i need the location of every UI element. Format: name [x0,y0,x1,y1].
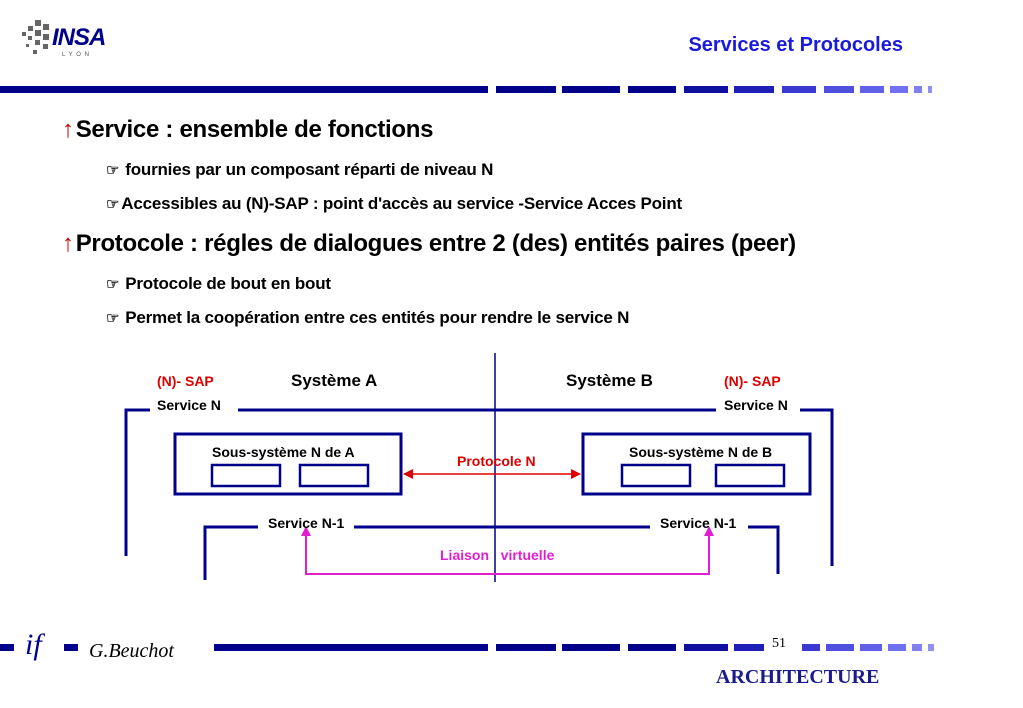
sub-bullet-3-text: Protocole de bout en bout [125,274,331,293]
logo-subtext: L Y O N [62,52,90,58]
page-title: Services et Protocoles [688,34,903,56]
service-n-left-boundary [124,408,150,556]
sub-bullet-4: ☞ Permet la coopération entre ces entités… [106,308,629,328]
service-n-left-label: Service N [157,397,221,413]
subsystem-b-entity-1 [620,463,692,488]
service-n1-left-label: Service N-1 [268,515,345,531]
pointing-hand-icon: ☞ [106,196,120,213]
subsystem-a-box [173,432,403,496]
sub-bullet-4-text: Permet la coopération entre ces entités … [125,308,630,327]
virtual-link-arrow-right [704,526,714,536]
virtual-link-label: Liaison virtuelle [440,547,555,563]
page-number: 51 [772,636,786,651]
section-title: ARCHITECTURE [716,666,880,688]
pointing-hand-icon: ☞ [106,310,120,327]
virtual-link-arrow-left [301,526,311,536]
service-n1-right-label: Service N-1 [660,515,737,531]
author-name: G.Beuchot [89,640,174,662]
virtual-link-line [305,530,710,575]
bullet-service-text: Service : ensemble de fonctions [75,116,434,143]
system-a-label: Système A [291,371,378,390]
bullet-protocol-text: Protocole : régles de dialogues entre 2 … [75,230,796,257]
sub-bullet-3: ☞ Protocole de bout en bout [106,274,331,294]
subsystem-b-box [581,432,812,496]
service-n-right-label: Service N [724,397,788,413]
arrow-up-icon: ↑ [62,230,74,257]
pointing-hand-icon: ☞ [106,276,120,293]
subsystem-b-label: Sous-système N de B [629,444,773,460]
logo-text: INSA [52,24,106,51]
subsystem-a-entity-1 [210,463,282,488]
sap-right-label: (N)- SAP [724,373,781,389]
arrow-up-icon: ↑ [62,116,74,143]
subsystem-b-entity-2 [714,463,786,488]
pointing-hand-icon: ☞ [106,162,120,179]
system-b-label: Système B [566,371,653,390]
header-divider [0,86,932,93]
sap-left-label: (N)- SAP [157,373,214,389]
service-n-right-boundary [800,408,834,566]
footer-divider [0,644,934,651]
bullet-protocol: ↑Protocole : régles de dialogues entre 2… [62,230,796,258]
bullet-service: ↑Service : ensemble de fonctions [62,116,434,144]
sub-bullet-1: ☞ fournies par un composant réparti de ni… [106,160,493,180]
if-logo: if [25,628,42,661]
protocol-label: Protocole N [457,453,536,469]
insa-logo [14,10,124,66]
sub-bullet-2: ☞Accessibles au (N)-SAP : point d'accès … [106,194,682,214]
service-n1-left-boundary [203,525,258,580]
sub-bullet-2-text: Accessibles au (N)-SAP : point d'accès a… [121,194,682,213]
service-n1-right-boundary [748,525,780,574]
sub-bullet-1-text: fournies par un composant réparti de niv… [125,160,494,179]
subsystem-a-entity-2 [298,463,370,488]
subsystem-a-label: Sous-système N de A [212,444,355,460]
insa-dots-icon [22,20,49,54]
